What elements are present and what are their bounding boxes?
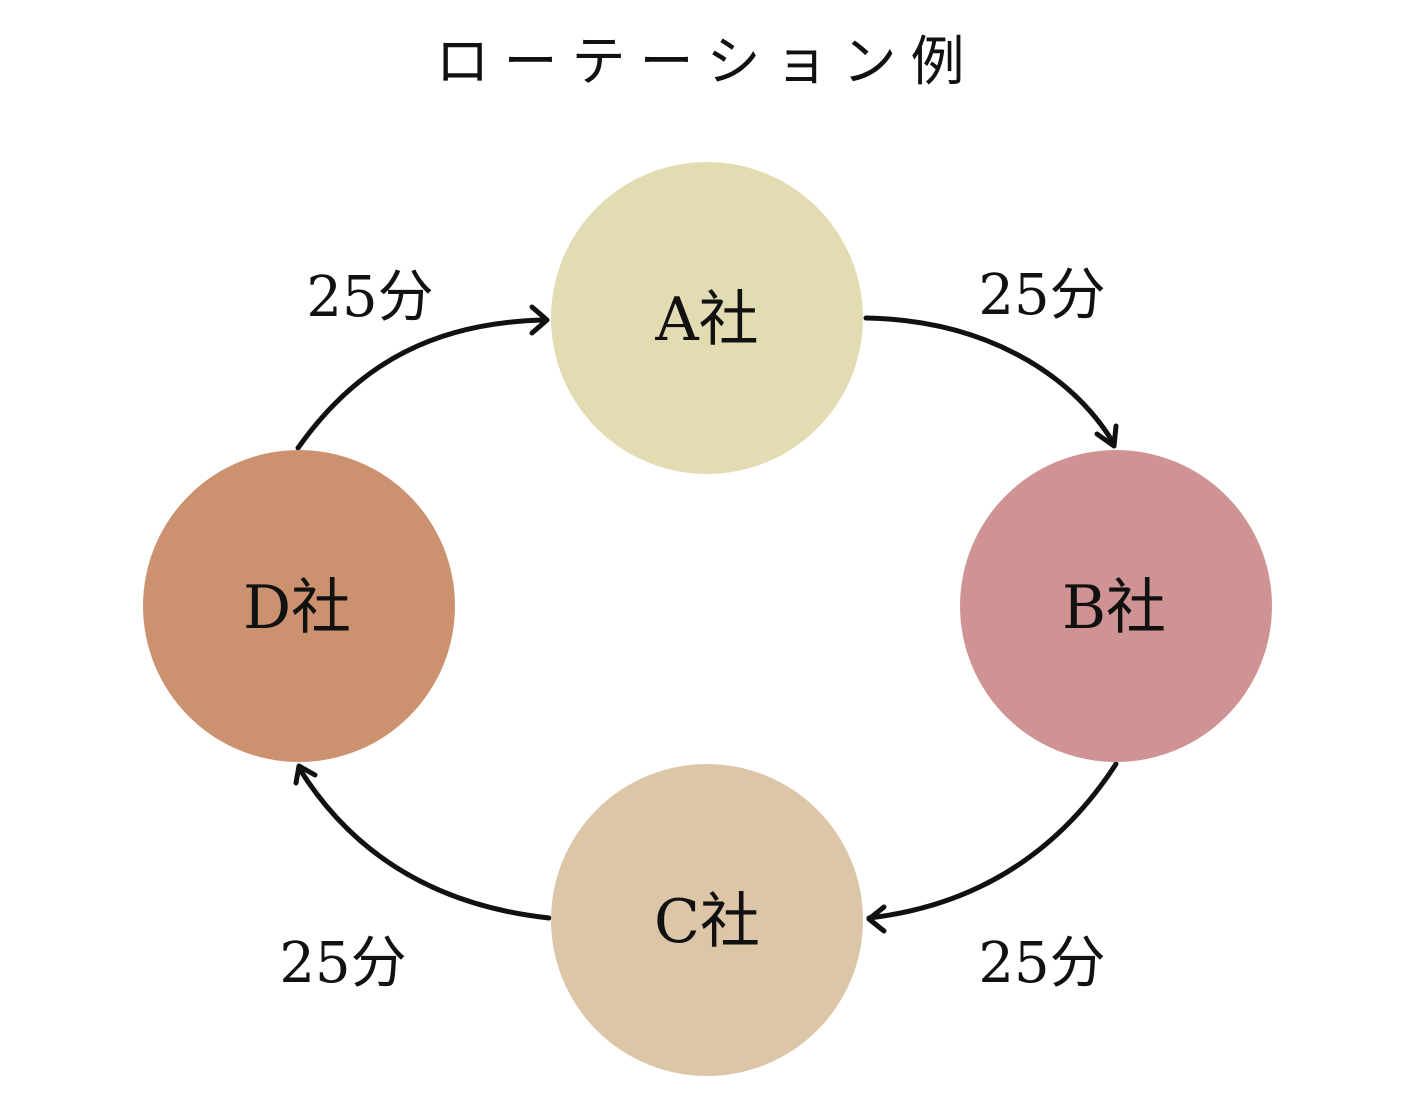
node-c-label: C社	[654, 887, 760, 957]
diagram-title: ローテーション例	[435, 30, 979, 93]
node-c-circle	[551, 764, 863, 1076]
arrow-c-to-d	[293, 763, 552, 921]
edge-label-a-to-b: 25分	[978, 263, 1105, 328]
edge-label-b-to-c: 25分	[978, 931, 1105, 996]
arrow-b-to-c	[866, 761, 1119, 934]
node-a-label: A社	[654, 285, 758, 355]
node-b: B社	[960, 450, 1272, 762]
node-b-label: B社	[1062, 573, 1166, 643]
arrow-a-to-b	[863, 315, 1119, 449]
node-b-circle	[960, 450, 1272, 762]
node-a: A社	[551, 162, 863, 474]
node-d-label: D社	[243, 573, 351, 643]
node-d-circle	[143, 450, 455, 762]
node-c: C社	[551, 764, 863, 1076]
node-d: D社	[143, 450, 455, 762]
arrow-d-to-a	[295, 304, 550, 451]
node-a-circle	[551, 162, 863, 474]
edge-label-d-to-a: 25分	[306, 265, 433, 330]
edge-label-c-to-d: 25分	[279, 931, 406, 996]
